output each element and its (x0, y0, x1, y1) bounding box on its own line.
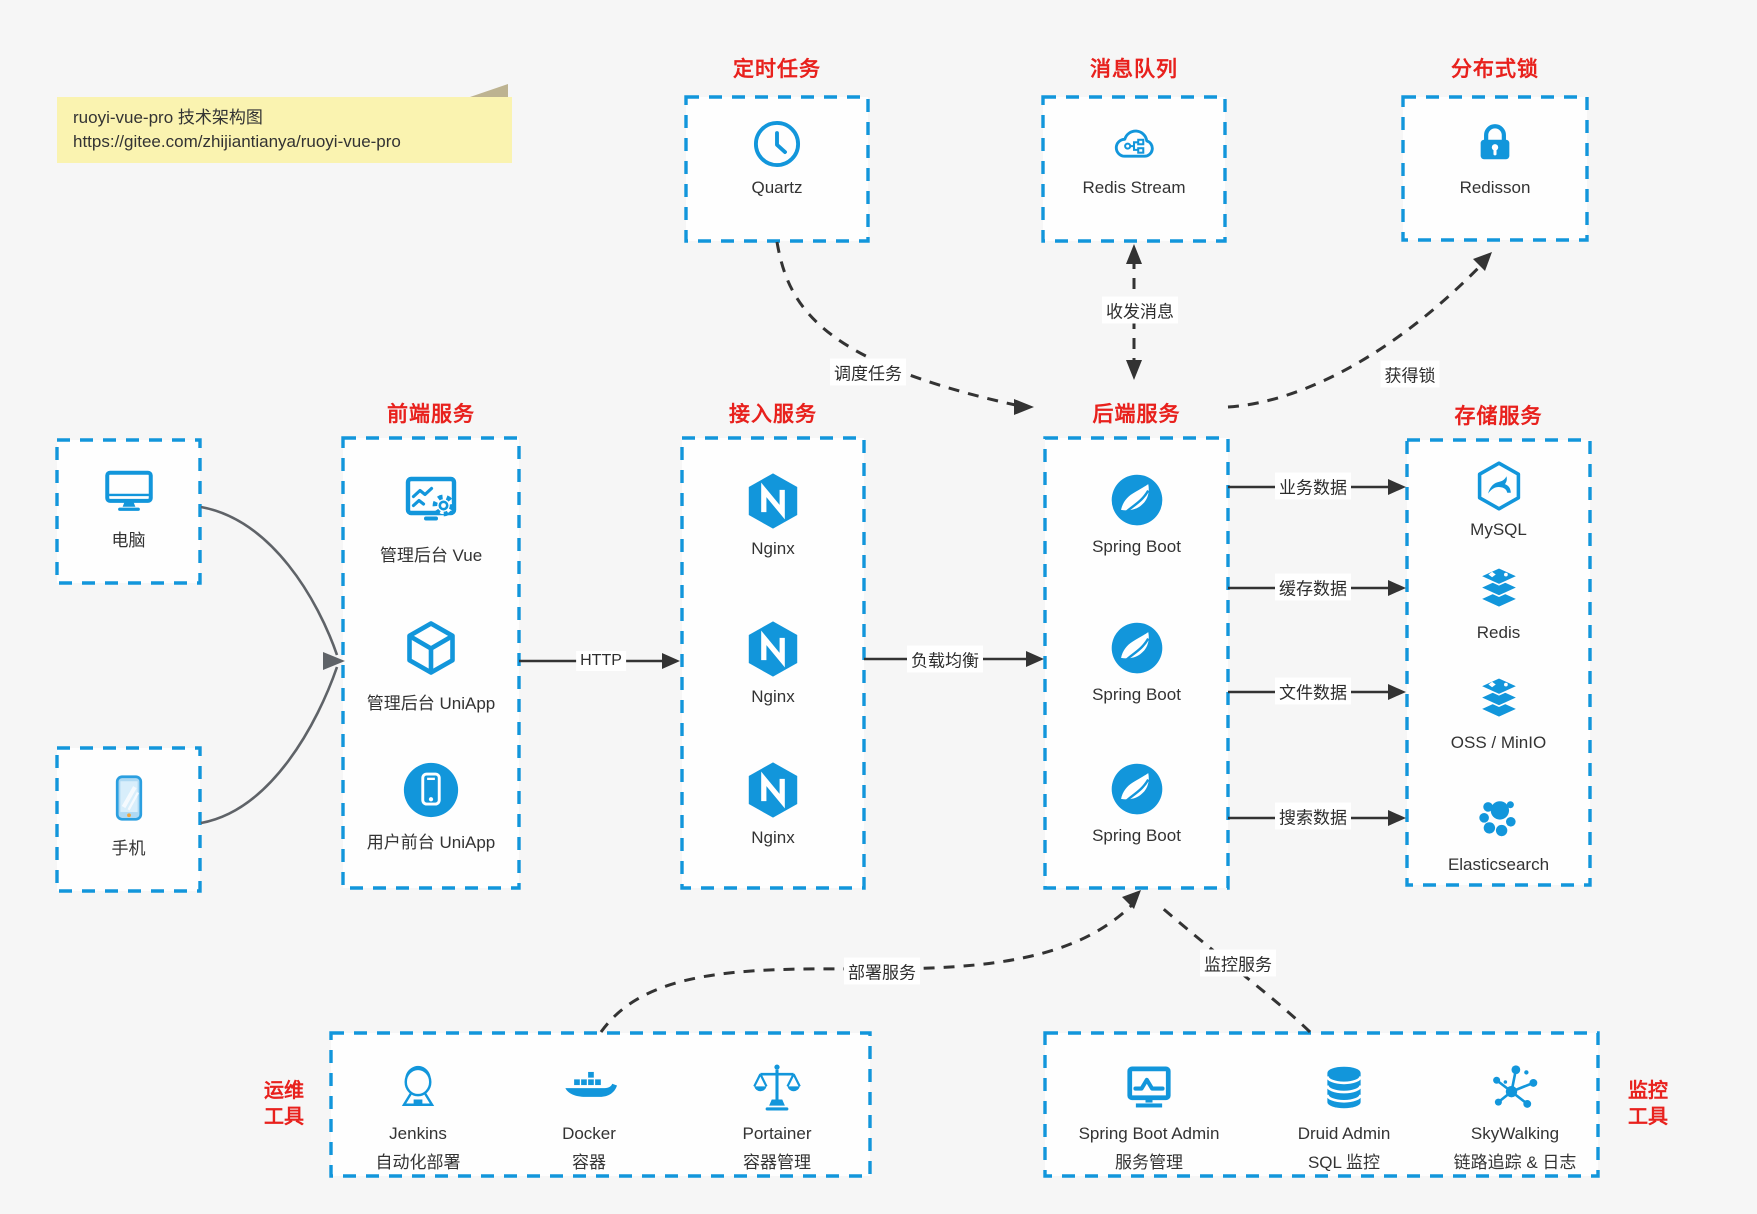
node-sublabel-portainer: 容器管理 (743, 1153, 811, 1172)
node-label-nginx-3: Nginx (751, 828, 795, 847)
node-sublabel-docker: 容器 (572, 1153, 606, 1172)
node-label-admin-vue: 管理后台 Vue (379, 546, 483, 565)
edge-label-messages: 收发消息 (1102, 296, 1178, 324)
edge-schedule (775, 241, 1034, 415)
node-sublabel-spring-boot-admin: 服务管理 (1115, 1153, 1183, 1172)
edge-lock (1227, 252, 1492, 409)
sticky-note: ruoyi-vue-pro 技术架构图 https://gitee.com/zh… (57, 84, 512, 163)
edge-label-monitor: 监控服务 (1200, 949, 1276, 977)
node-label-docker: Docker (562, 1124, 616, 1143)
edge-label-deploy: 部署服务 (844, 957, 920, 985)
edge-data-arrowheads (1388, 479, 1406, 826)
group-title-gateway: 接入服务 (729, 403, 817, 426)
group-title-scheduled-task: 定时任务 (733, 58, 821, 81)
docker-icon (561, 1061, 617, 1117)
node-mobile: 手机 (57, 748, 200, 891)
edge-label-business-data: 业务数据 (1275, 472, 1351, 500)
group-box-monitor-tools: Spring Boot Admin 服务管理 Druid Admin SQL 监… (1045, 1033, 1598, 1176)
node-label-jenkins: Jenkins (389, 1124, 447, 1143)
node-sublabel-jenkins: 自动化部署 (375, 1153, 461, 1172)
group-box-backend: Spring Boot Spring Boot Spring Boot (1045, 438, 1228, 888)
node-label-redis-stream: Redis Stream (1082, 178, 1186, 197)
edge-label-http: HTTP (576, 651, 626, 671)
note-url: https://gitee.com/zhijiantianya/ruoyi-vu… (73, 132, 401, 151)
note-title: ruoyi-vue-pro 技术架构图 (73, 108, 263, 127)
node-label-spring-1: Spring Boot (1092, 537, 1181, 556)
node-label-spring-3: Spring Boot (1092, 826, 1181, 845)
node-redis-stream: Redis Stream (1043, 97, 1225, 241)
admin-screen-gear-icon (399, 470, 463, 534)
note-fold-corner (470, 84, 508, 97)
node-label-portainer: Portainer (742, 1124, 812, 1143)
node-label-oss-minio: OSS / MinIO (1450, 733, 1547, 752)
group-title-frontend: 前端服务 (387, 403, 475, 426)
node-sublabel-druid-admin: SQL 监控 (1307, 1153, 1381, 1172)
cloud-stream-icon (1106, 117, 1162, 171)
node-label-redis: Redis (1476, 623, 1521, 642)
group-box-storage: MySQL Redis OSS / MinIO (1407, 440, 1590, 885)
spring-icon (1107, 618, 1167, 678)
node-label-mysql: MySQL (1470, 520, 1527, 539)
edge-label-load-balance: 负载均衡 (907, 645, 983, 673)
edge-clients-to-frontend (200, 505, 345, 825)
edge-label-schedule: 调度任务 (830, 358, 906, 386)
group-box-frontend: 管理后台 Vue 管理后台 UniApp 用户前台 UniApp (343, 438, 519, 888)
group-box-gateway: Nginx Nginx Nginx (682, 438, 864, 888)
cube-icon (399, 618, 463, 682)
group-title-backend: 后端服务 (1092, 403, 1181, 426)
node-sublabel-skywalking: 链路追踪 & 日志 (1453, 1153, 1577, 1172)
node-label-user-uniapp: 用户前台 UniApp (366, 833, 496, 852)
desktop-icon (100, 461, 158, 519)
elasticsearch-icon (1471, 792, 1527, 848)
edge-label-file-data: 文件数据 (1275, 677, 1351, 705)
node-label-nginx-1: Nginx (751, 539, 795, 558)
nginx-icon (742, 618, 804, 680)
node-label-mobile: 手机 (111, 839, 146, 858)
node-label-desktop: 电脑 (111, 531, 146, 550)
group-title-ops-tools: 运维 工具 (264, 1080, 304, 1128)
node-label-admin-uniapp: 管理后台 UniApp (366, 694, 496, 713)
group-title-monitor-tools: 监控 工具 (1628, 1080, 1668, 1128)
group-box-ops-tools: Jenkins 自动化部署 Docker 容器 (331, 1033, 870, 1176)
edge-data-arrows (1228, 485, 1392, 820)
group-title-storage: 存储服务 (1454, 405, 1543, 428)
node-label-spring-boot-admin: Spring Boot Admin (1078, 1124, 1220, 1143)
edge-label-lock: 获得锁 (1380, 360, 1440, 388)
jenkins-icon (390, 1061, 446, 1117)
node-label-elasticsearch: Elasticsearch (1447, 855, 1550, 874)
database-icon (1316, 1061, 1372, 1117)
spring-icon (1107, 759, 1167, 819)
monitor-chart-icon (1121, 1061, 1177, 1117)
group-title-distributed-lock: 分布式锁 (1451, 58, 1539, 81)
nginx-icon (742, 759, 804, 821)
node-label-druid-admin: Druid Admin (1297, 1124, 1391, 1143)
node-label-redisson: Redisson (1459, 178, 1531, 197)
skywalking-icon (1487, 1061, 1543, 1117)
edge-label-cache-data: 缓存数据 (1275, 573, 1351, 601)
node-label-quartz: Quartz (751, 178, 803, 197)
clock-icon (750, 117, 804, 171)
edge-label-search-data: 搜索数据 (1275, 802, 1351, 830)
node-quartz: Quartz (686, 97, 868, 241)
node-desktop: 电脑 (57, 440, 200, 583)
group-title-message-queue: 消息队列 (1090, 58, 1178, 81)
redis-stack-icon (1473, 564, 1525, 616)
redis-stack-icon (1473, 674, 1525, 726)
lock-icon (1468, 117, 1522, 171)
node-redisson: Redisson (1403, 97, 1587, 240)
node-label-nginx-2: Nginx (751, 687, 795, 706)
mysql-icon (1472, 459, 1526, 513)
phone-circle-icon (400, 759, 462, 821)
node-label-skywalking: SkyWalking (1470, 1124, 1560, 1143)
node-label-spring-2: Spring Boot (1092, 685, 1181, 704)
nginx-icon (742, 470, 804, 532)
spring-icon (1107, 470, 1167, 530)
mobile-icon (100, 769, 158, 827)
portainer-icon (749, 1061, 805, 1117)
